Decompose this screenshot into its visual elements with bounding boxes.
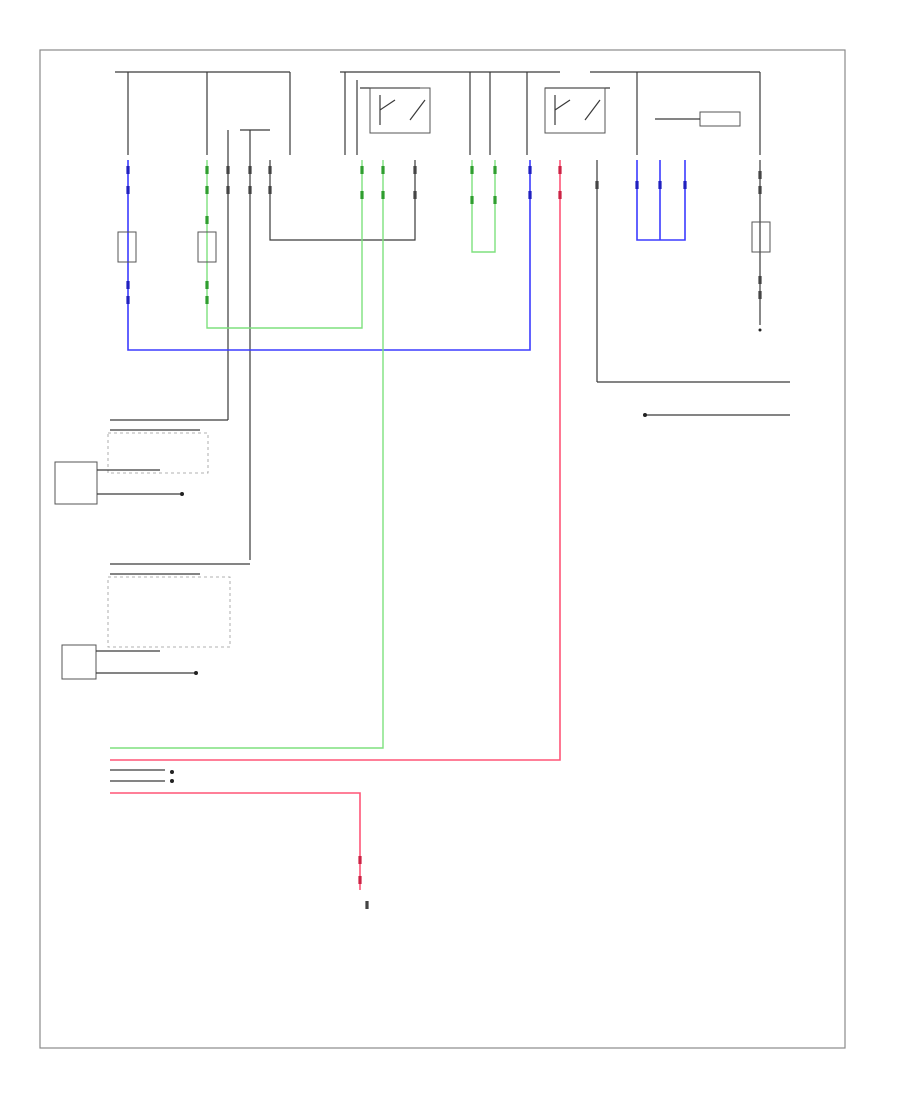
connector-pin (493, 196, 497, 204)
connector-pin (360, 166, 364, 174)
connector-pin (248, 166, 252, 174)
left-lower-harness (54, 419, 250, 783)
connector-pin (360, 191, 364, 199)
connector-pin (268, 166, 272, 174)
connector-pin (658, 181, 662, 189)
connector-pin (205, 216, 209, 224)
green-wire-loop (471, 160, 496, 253)
green-wire-main (110, 160, 384, 749)
connector-pin (758, 186, 762, 194)
fuse-drops (127, 72, 761, 560)
connector-pin (226, 186, 230, 194)
connector-pin (528, 166, 532, 174)
blue-right-loop (636, 160, 686, 241)
connector-pin (205, 166, 209, 174)
red-wire-main (110, 160, 561, 761)
relay-left (369, 87, 431, 134)
connector-pin (470, 166, 474, 174)
connector-pin (493, 166, 497, 174)
connector-pin (635, 181, 639, 189)
diagram-frame (39, 49, 846, 1049)
red-wire-branch (110, 792, 361, 890)
right-harness (596, 160, 790, 417)
connector-pin (126, 296, 130, 304)
connector-pin (365, 901, 369, 909)
connector-pin (205, 281, 209, 289)
connector-pin (381, 166, 385, 174)
connector-pin (528, 191, 532, 199)
connector-pin (558, 166, 562, 174)
connector-pin (470, 196, 474, 204)
connector-pin (126, 186, 130, 194)
connector-pin (358, 856, 362, 864)
connector-pin (205, 186, 209, 194)
relay-right (544, 87, 606, 134)
black-wire-loop (269, 160, 416, 241)
connector-markers (126, 166, 762, 909)
connector-pin (205, 296, 209, 304)
connector-pin (248, 186, 252, 194)
connector-pin (683, 181, 687, 189)
connector-pin (226, 166, 230, 174)
connector-pin (758, 171, 762, 179)
top-bus (115, 71, 760, 89)
connector-pin (558, 191, 562, 199)
connector-pin (595, 181, 599, 189)
fuse-box-right (655, 111, 741, 127)
green-wire-left (206, 160, 363, 329)
connector-pin (126, 166, 130, 174)
connector-pin (358, 876, 362, 884)
connector-pin (413, 166, 417, 174)
connector-pin (758, 291, 762, 299)
left-sensors (117, 231, 217, 263)
connector-pin (413, 191, 417, 199)
connector-pin (758, 276, 762, 284)
connector-pin (268, 186, 272, 194)
connector-pin (381, 191, 385, 199)
connector-pin (126, 281, 130, 289)
blue-harness (127, 160, 531, 351)
